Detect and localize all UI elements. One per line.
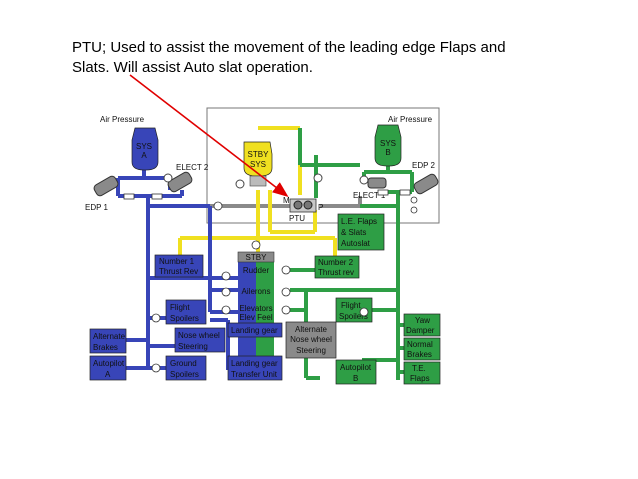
ptu-pointer-arrow — [129, 74, 289, 197]
edp2-label: EDP 2 — [412, 161, 436, 170]
flight-spoilers-right-line-2: Spoilers — [339, 312, 368, 321]
stby-box — [237, 251, 275, 263]
diagram-frame — [206, 107, 440, 224]
alt-nose-wheel-line-3: Steering — [296, 346, 326, 355]
thrust-rev-2-line-2: Thrust rev — [318, 268, 354, 277]
sys-a-label-2: A — [141, 151, 147, 160]
flight-spoilers-right-line-1: Flight — [341, 301, 361, 310]
ground-spoilers-line-1: Ground — [170, 359, 197, 368]
elect2-label: ELECT 2 — [176, 163, 209, 172]
normal-brakes-line-1: Normal — [407, 340, 433, 349]
valve-symbols — [123, 189, 418, 373]
ptu-unit: M P PTU — [283, 196, 323, 223]
le-flaps-line-1: L.E. Flaps — [341, 217, 377, 226]
autopilot-a-line-1: Autopilot — [93, 359, 125, 368]
elect-2-pump: ELECT 2 — [163, 163, 209, 193]
yaw-damper-line-2: Damper — [406, 326, 435, 335]
flight-spoilers-left-line-2: Spoilers — [170, 314, 199, 323]
edp1-label: EDP 1 — [85, 203, 109, 212]
air-pressure-left-label: Air Pressure — [100, 115, 145, 124]
alt-nose-wheel-steering-box: Alternate Nose wheel Steering — [285, 321, 337, 359]
thrust-rev-1-box: Number 1 Thrust Rev — [154, 254, 204, 278]
elev-feel-label: Elev Feel — [239, 313, 273, 322]
ground-spoilers-box: Ground Spoilers — [165, 355, 207, 381]
ptu-label: PTU — [289, 214, 305, 223]
air-pressure-right-label: Air Pressure — [388, 115, 433, 124]
thrust-rev-1-line-2: Thrust Rev — [159, 267, 198, 276]
caption-text: PTU; Used to assist the movement of the … — [72, 39, 506, 76]
autopilot-b-line-1: Autopilot — [340, 363, 372, 372]
autopilot-b-box: Autopilot B — [335, 359, 377, 385]
elevators-label: Elevators — [239, 304, 272, 313]
ground-spoilers-line-2: Spoilers — [170, 370, 199, 379]
te-flaps-line-1: T.E. — [412, 364, 426, 373]
sys-b-reservoir: Air Pressure SYS B — [374, 115, 433, 167]
sys-a-label-1: SYS — [136, 142, 152, 151]
sys-b-label-2: B — [385, 148, 390, 157]
landing-gear-label: Landing gear — [231, 326, 278, 335]
alt-brakes-line-1: Alternate — [93, 332, 126, 341]
te-flaps-box: T.E. Flaps — [403, 361, 441, 385]
stby-sys-label-1: STBY — [248, 150, 270, 159]
yaw-damper-box: Yaw Damper — [403, 313, 441, 337]
rudder-label: Rudder — [243, 266, 270, 275]
stby-sys-label-2: SYS — [250, 160, 266, 169]
standby-lines — [178, 126, 337, 256]
autopilot-a-box: Autopilot A — [89, 355, 127, 381]
stby-column-green — [256, 262, 274, 377]
flight-spoilers-left-line-1: Flight — [170, 303, 190, 312]
autopilot-b-line-2: B — [353, 374, 358, 383]
nose-wheel-line-2: Steering — [178, 342, 208, 351]
ptu-m-label: M — [283, 196, 290, 205]
flight-spoilers-right-box: Flight Spoilers — [335, 297, 373, 323]
ptu-p-label: P — [318, 203, 323, 212]
alt-brakes-line-2: Brakes — [93, 343, 118, 352]
edp-2-pump: EDP 2 — [412, 161, 439, 195]
landing-gear-box: Landing gear — [227, 322, 283, 338]
edp-1-pump: EDP 1 — [85, 175, 119, 212]
stby-label: STBY — [246, 253, 268, 262]
thrust-rev-2-line-1: Number 2 — [318, 258, 354, 267]
nose-wheel-steering-box: Nose wheel Steering — [174, 327, 226, 353]
le-flaps-line-2: & Slats — [341, 228, 366, 237]
landing-gear-tu-line-1: Landing gear — [231, 359, 278, 368]
nose-wheel-line-1: Nose wheel — [178, 331, 220, 340]
le-flaps-slats-box: L.E. Flaps & Slats Autoslat — [337, 213, 385, 251]
sys-b-label-1: SYS — [380, 139, 396, 148]
flight-spoilers-left-box: Flight Spoilers — [165, 299, 207, 325]
elect-1-pump: ELECT 1 — [313, 173, 387, 200]
thrust-rev-1-line-1: Number 1 — [159, 257, 195, 266]
alt-nose-wheel-line-1: Alternate — [295, 325, 328, 334]
stby-reservoir: STBY SYS — [235, 141, 273, 189]
alt-nose-wheel-line-2: Nose wheel — [290, 335, 332, 344]
landing-gear-transfer-unit-box: Landing gear Transfer Unit — [227, 355, 283, 381]
sys-a-reservoir: Air Pressure SYS A — [100, 115, 159, 171]
elect1-label: ELECT 1 — [353, 191, 386, 200]
landing-gear-tu-line-2: Transfer Unit — [231, 370, 278, 379]
autopilot-a-line-2: A — [105, 370, 111, 379]
alternate-brakes-box: Alternate Brakes — [89, 328, 127, 354]
ailerons-label: Ailerons — [242, 287, 271, 296]
stby-column-blue — [238, 262, 256, 377]
thrust-rev-2-box: Number 2 Thrust rev — [314, 255, 360, 279]
yaw-damper-line-1: Yaw — [415, 316, 430, 325]
te-flaps-line-2: Flaps — [410, 374, 430, 383]
le-flaps-line-3: Autoslat — [341, 239, 371, 248]
normal-brakes-box: Normal Brakes — [403, 337, 441, 361]
normal-brakes-line-2: Brakes — [407, 350, 432, 359]
